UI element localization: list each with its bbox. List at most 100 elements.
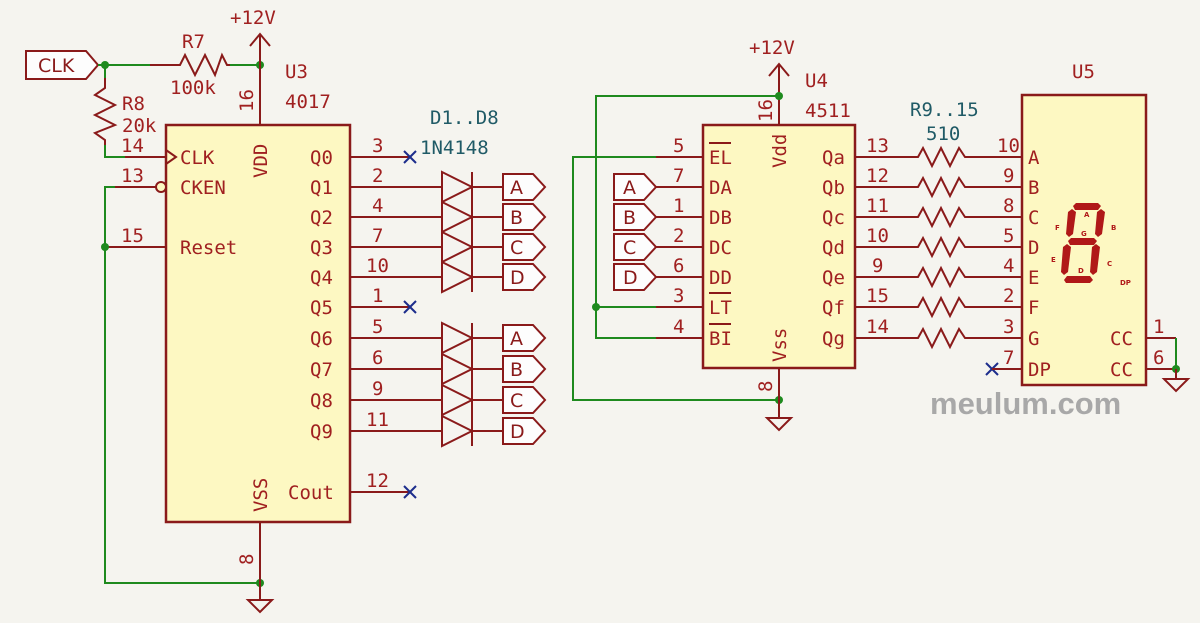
u5-a-label: A (1028, 147, 1040, 169)
clk-input-label (25, 50, 100, 80)
seg-label-d: D (1078, 267, 1084, 275)
seg-label-a: A (1084, 211, 1090, 219)
u4-da-pinnum: 7 (673, 165, 684, 187)
bcd-in-b: B (623, 207, 636, 229)
u5-f-pinnum: 2 (1003, 285, 1014, 307)
u3-vdd-label: VDD (250, 144, 272, 178)
out-label-c1: C (510, 237, 523, 259)
u3-q6-pinnum: 5 (372, 316, 383, 338)
clk-input-text: CLK (38, 55, 75, 77)
seg-label-dp: DP (1120, 279, 1131, 287)
u3-q8-label: Q8 (310, 390, 333, 412)
u3-q1-label: Q1 (310, 177, 333, 199)
r8-ref: R8 (122, 93, 145, 115)
u4-qf-label: Qf (822, 297, 845, 319)
u4-qa-pinnum: 13 (866, 135, 889, 157)
u4-ref: U4 (805, 70, 828, 92)
u5-g-label: G (1028, 328, 1039, 350)
seg-label-b: B (1111, 224, 1116, 232)
u3-q5-label: Q5 (310, 297, 333, 319)
out-label-a2: A (510, 328, 523, 350)
u5-ref: U5 (1072, 61, 1095, 83)
out-label-a1: A (510, 177, 523, 199)
gnd3-symbol (1161, 378, 1191, 393)
u3-q1-pinnum: 2 (372, 165, 383, 187)
u3-output-pins (350, 156, 442, 493)
u4-vss-label: Vss (769, 328, 791, 362)
r8-value: 20k (122, 115, 157, 137)
u5-cc2-pinnum: 6 (1153, 347, 1164, 369)
u4-el-label: EL (709, 147, 732, 169)
u5-a-pinnum: 10 (997, 135, 1020, 157)
u3-q6-label: Q6 (310, 328, 333, 350)
u4-db-pinnum: 1 (673, 195, 684, 217)
resistors-ref: R9..15 (910, 99, 979, 121)
u3-ref: U3 (285, 61, 308, 83)
out-label-d2: D (510, 421, 525, 443)
out-label-d1: D (510, 267, 525, 289)
bcd-input-labels (613, 173, 658, 291)
u3-q2-pinnum: 4 (372, 195, 383, 217)
vcc2-label: +12V (749, 37, 795, 59)
u3-q8-pinnum: 9 (372, 378, 383, 400)
u4-dc-label: DC (709, 237, 732, 259)
out-label-b1: B (510, 207, 523, 229)
u4-dd-label: DD (709, 267, 732, 289)
seg-label-g: G (1081, 230, 1087, 238)
u5-b-pinnum: 9 (1003, 165, 1014, 187)
u4-lt-label: LT (709, 297, 732, 319)
u5-b-label: B (1028, 177, 1039, 199)
u3-q2-label: Q2 (310, 207, 333, 229)
bcd-in-d: D (623, 267, 638, 289)
out-label-b2: B (510, 359, 523, 381)
u5-cc2-label: CC (1110, 359, 1133, 381)
bcd-in-c: C (623, 237, 636, 259)
u4-value: 4511 (805, 100, 851, 122)
seg-label-e: E (1051, 256, 1056, 264)
u3-cken-pinnum: 13 (121, 165, 144, 187)
u4-body (701, 123, 857, 370)
u3-value: 4017 (285, 91, 331, 113)
bcd-in-a: A (623, 177, 636, 199)
diode-output-labels (502, 173, 547, 445)
resistor-array (855, 145, 1022, 370)
u5-dp-label: DP (1028, 359, 1051, 381)
u3-cken-label: CKEN (180, 177, 226, 199)
u5-f-label: F (1028, 297, 1039, 319)
u5-e-pinnum: 4 (1003, 255, 1014, 277)
u5-cc1-label: CC (1110, 328, 1133, 350)
u5-e-label: E (1028, 267, 1039, 289)
diodes-ref: D1..D8 (430, 107, 499, 129)
u3-q7-label: Q7 (310, 359, 333, 381)
u4-qe-pinnum: 9 (872, 255, 883, 277)
u3-q0-pinnum: 3 (372, 135, 383, 157)
u4-bi-pinnum: 4 (673, 316, 684, 338)
u4-qg-label: Qg (822, 328, 845, 350)
u4-qe-label: Qe (822, 267, 845, 289)
u4-qa-label: Qa (822, 147, 845, 169)
u3-clk-pinnum: 14 (121, 135, 144, 157)
seg-label-c: C (1107, 260, 1112, 268)
u3-q9-pinnum: 11 (366, 409, 389, 431)
u3-clk-label: CLK (180, 147, 215, 169)
u3-q5-pinnum: 1 (372, 285, 383, 307)
seg-label-f: F (1055, 224, 1060, 232)
u5-cc1-pinnum: 1 (1153, 316, 1164, 338)
r7-value: 100k (170, 77, 216, 99)
u4-da-label: DA (709, 177, 732, 199)
u3-cout-pinnum: 12 (366, 470, 389, 492)
u4-qb-pinnum: 12 (866, 165, 889, 187)
u4-vdd-pinnum: 16 (755, 99, 777, 122)
u3-q4-label: Q4 (310, 267, 333, 289)
resistors-value: 510 (926, 123, 960, 145)
u4-qc-pinnum: 11 (866, 195, 889, 217)
u4-qc-label: Qc (822, 207, 845, 229)
u4-vdd-label: Vdd (769, 134, 791, 168)
u4-qd-pinnum: 10 (866, 225, 889, 247)
u3-q7-pinnum: 6 (372, 347, 383, 369)
u3-q4-pinnum: 10 (366, 255, 389, 277)
u4-lt-pinnum: 3 (673, 285, 684, 307)
r7-ref: R7 (182, 31, 205, 53)
u4-el-pinnum: 5 (673, 135, 684, 157)
gnd1-symbol (245, 599, 275, 614)
